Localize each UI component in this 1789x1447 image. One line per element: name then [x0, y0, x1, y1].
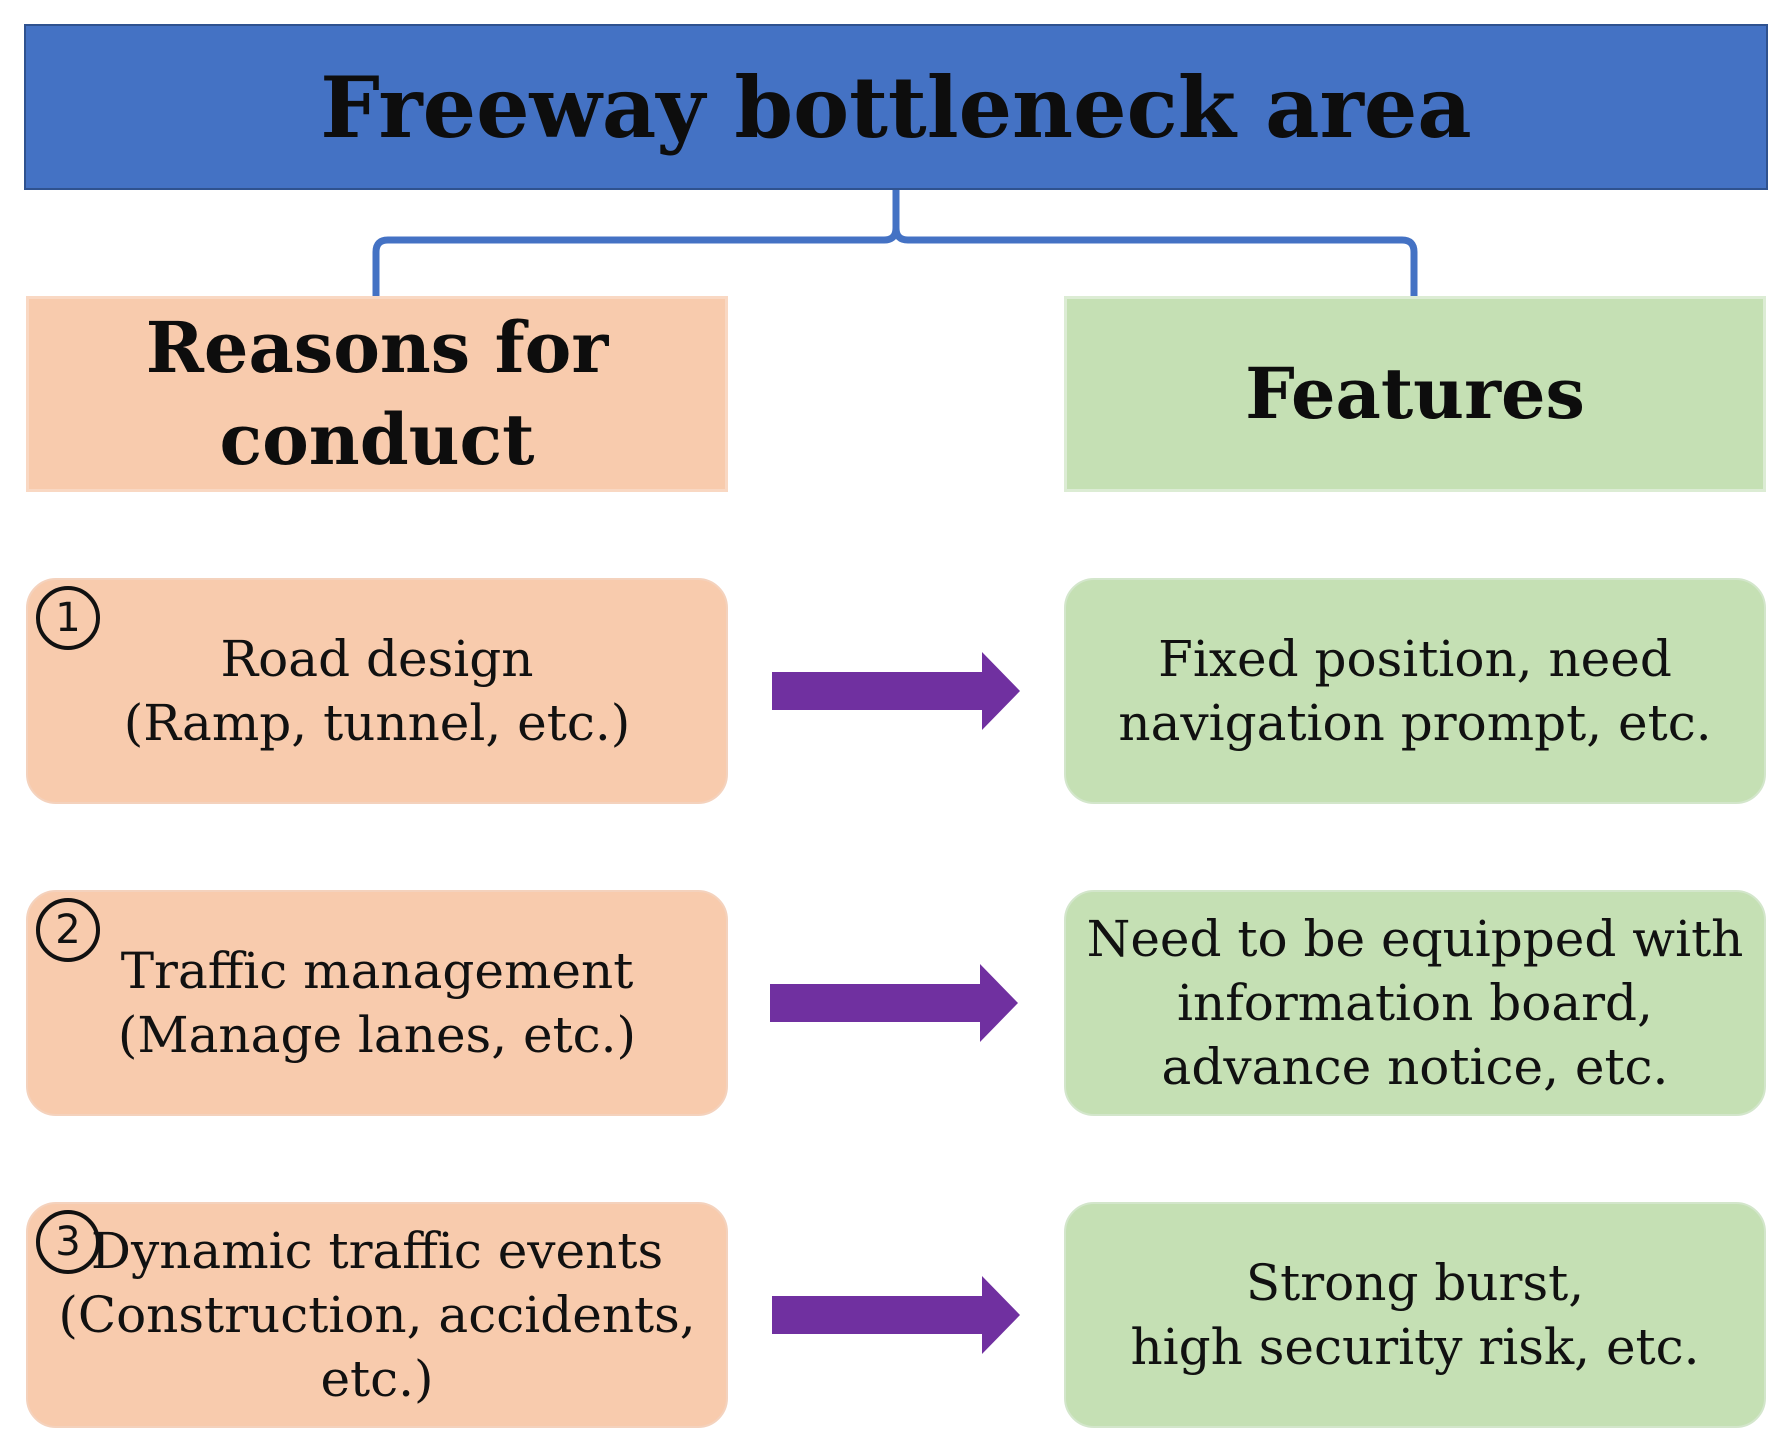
- feature-box-2: Need to be equipped with information boa…: [1064, 890, 1766, 1116]
- circled-number-2-badge: 2: [36, 898, 100, 962]
- circled-number-1-badge: 1: [36, 586, 100, 650]
- right-arrow-icon: [772, 652, 1020, 730]
- features-header-line: Features: [1245, 352, 1585, 435]
- feature-box-3: Strong burst, high security risk, etc.: [1064, 1202, 1766, 1428]
- reasons-header-text: Reasons for conduct: [146, 302, 609, 486]
- reason-line: Road design: [220, 630, 534, 688]
- reason-box-2: 2 Traffic management (Manage lanes, etc.…: [26, 890, 728, 1116]
- feature-line: information board,: [1177, 974, 1653, 1032]
- feature-text: Need to be equipped with information boa…: [1087, 907, 1744, 1099]
- right-arrow-icon: [770, 964, 1018, 1042]
- features-header: Features: [1064, 296, 1766, 492]
- diagram-title-text: Freeway bottleneck area: [320, 57, 1472, 157]
- feature-line: high security risk, etc.: [1130, 1318, 1700, 1376]
- right-arrow-icon: [772, 1276, 1020, 1354]
- feature-text: Fixed position, need navigation prompt, …: [1118, 627, 1711, 755]
- reason-line: Dynamic traffic events: [90, 1222, 664, 1280]
- reason-text: Dynamic traffic events (Construction, ac…: [58, 1219, 695, 1411]
- reason-line: (Ramp, tunnel, etc.): [123, 694, 631, 752]
- feature-text: Strong burst, high security risk, etc.: [1130, 1251, 1699, 1379]
- reason-box-3: 3 Dynamic traffic events (Construction, …: [26, 1202, 728, 1428]
- reason-text: Traffic management (Manage lanes, etc.): [118, 939, 636, 1067]
- reasons-header-line: Reasons for: [145, 306, 609, 389]
- features-header-text: Features: [1245, 348, 1585, 440]
- feature-line: advance notice, etc.: [1161, 1038, 1669, 1096]
- reason-box-1: 1 Road design (Ramp, tunnel, etc.): [26, 578, 728, 804]
- reasons-header: Reasons for conduct: [26, 296, 728, 492]
- reason-line: etc.): [320, 1350, 434, 1408]
- reasons-header-line: conduct: [219, 398, 535, 481]
- bracket-line: [372, 190, 1418, 296]
- circled-number-3-badge: 3: [36, 1210, 100, 1274]
- feature-box-1: Fixed position, need navigation prompt, …: [1064, 578, 1766, 804]
- reason-line: (Construction, accidents,: [58, 1286, 696, 1344]
- feature-line: Need to be equipped with: [1086, 910, 1744, 968]
- feature-line: navigation prompt, etc.: [1118, 694, 1712, 752]
- reason-text: Road design (Ramp, tunnel, etc.): [124, 627, 630, 755]
- feature-line: Fixed position, need: [1158, 630, 1672, 688]
- reason-line: Traffic management: [120, 942, 634, 1000]
- diagram-title: Freeway bottleneck area: [24, 24, 1768, 190]
- feature-line: Strong burst,: [1245, 1254, 1585, 1312]
- reason-line: (Manage lanes, etc.): [117, 1006, 637, 1064]
